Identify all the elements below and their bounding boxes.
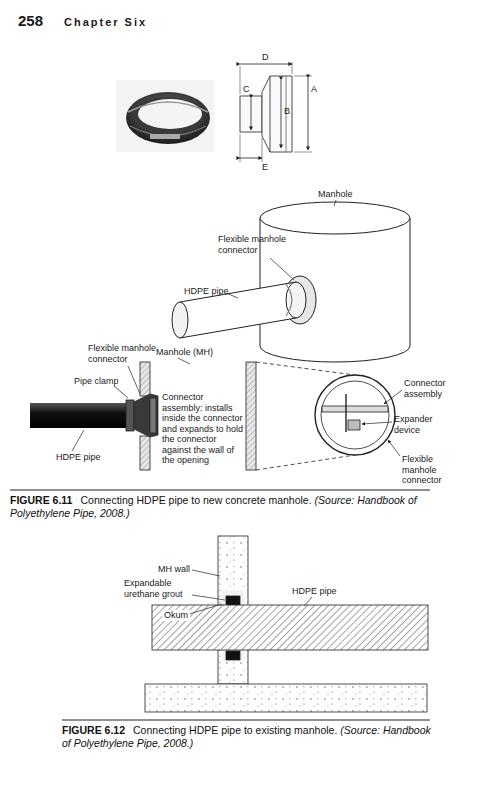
- dimension-letter: C: [243, 84, 250, 95]
- dimension-letter: E: [262, 162, 268, 173]
- rule: [62, 720, 430, 721]
- part-label: Okum: [162, 610, 190, 621]
- part-label: Manhole: [318, 189, 353, 200]
- dimension-letter: A: [311, 84, 317, 95]
- caption: FIGURE 6.11 Connecting HDPE pipe to new c…: [10, 494, 432, 520]
- part-label: HDPE pipe: [56, 452, 101, 463]
- section-detail: [256, 362, 395, 470]
- existing-manhole-section: [145, 536, 428, 712]
- part-label: Manhole (MH): [156, 347, 213, 358]
- caption-text: Connecting HDPE pipe to existing manhole…: [133, 724, 337, 736]
- manhole-section: [30, 362, 256, 470]
- part-label: Expander device: [394, 414, 444, 435]
- page-number: 258: [18, 12, 43, 30]
- part-label: HDPE pipe: [184, 286, 229, 297]
- part-label: Flexible manhole connector: [402, 454, 454, 486]
- part-label: Expandable urethane grout: [124, 578, 192, 599]
- part-label: Flexible manhole connector: [218, 234, 294, 255]
- caption: FIGURE 6.12 Connecting HDPE pipe to exist…: [62, 724, 434, 750]
- figure-number: FIGURE 6.12: [62, 724, 125, 736]
- note: Connector assembly: installs inside the …: [162, 392, 244, 466]
- dimension-drawing: [240, 62, 312, 162]
- part-label: MH wall: [158, 564, 190, 575]
- caption-text: Connecting HDPE pipe to new concrete man…: [80, 494, 311, 506]
- dimension-letter: D: [262, 52, 269, 63]
- part-label: Flexible manhole connector: [88, 343, 164, 364]
- rule: [10, 490, 430, 491]
- manhole-3d: [172, 202, 410, 362]
- dimension-letter: B: [284, 106, 290, 117]
- part-label: HDPE pipe: [292, 586, 337, 597]
- figure-number: FIGURE 6.11: [10, 494, 72, 506]
- leader-lines-section: [72, 358, 402, 456]
- connector-photo: [116, 80, 214, 152]
- chapter-heading: Chapter Six: [64, 15, 147, 29]
- part-label: Pipe clamp: [74, 376, 119, 387]
- part-label: Connector assembly: [404, 378, 460, 399]
